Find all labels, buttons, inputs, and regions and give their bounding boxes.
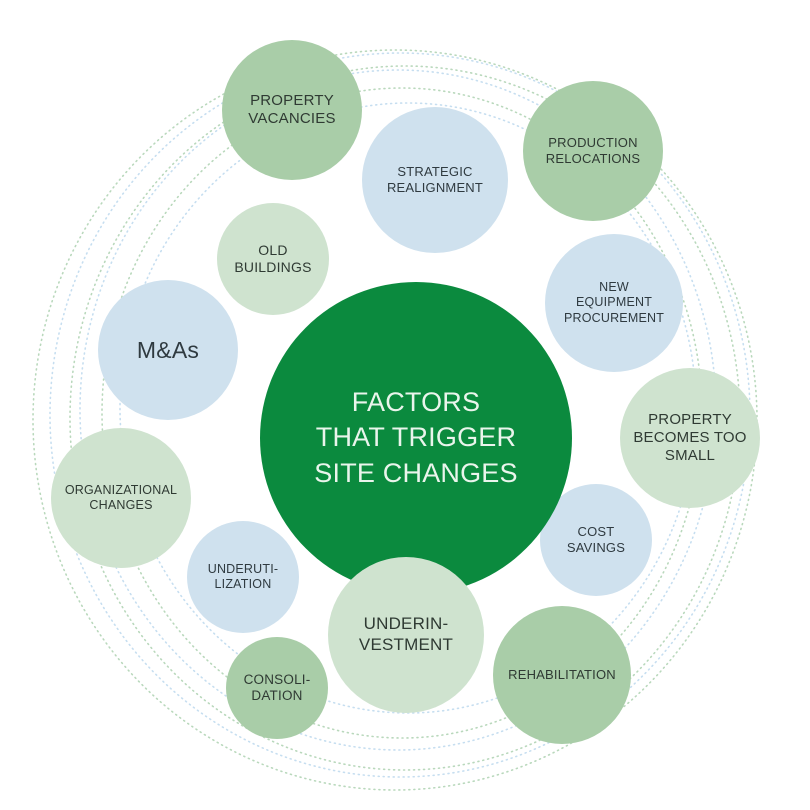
- bubble-label: NEW EQUIPMENT PROCUREMENT: [563, 280, 665, 325]
- bubble-m-and-as: M&As: [98, 280, 238, 420]
- bubble-underutilization: UNDERUTI- LIZATION: [187, 521, 299, 633]
- bubble-label: OLD BUILDINGS: [234, 241, 312, 275]
- bubble-new-equipment-procurement: NEW EQUIPMENT PROCUREMENT: [545, 234, 683, 372]
- bubble-label: PRODUCTION RELOCATIONS: [545, 135, 641, 166]
- bubble-label: UNDERIN- VESTMENT: [358, 614, 454, 654]
- bubble-label: PROPERTY BECOMES TOO SMALL: [633, 410, 747, 465]
- bubble-consolidation: CONSOLI- DATION: [226, 637, 328, 739]
- bubble-label: CONSOLI- DATION: [243, 671, 311, 703]
- bubble-strategic-realignment: STRATEGIC REALIGNMENT: [362, 107, 508, 253]
- center-label: FACTORS THAT TRIGGER SITE CHANGES: [314, 387, 518, 488]
- bubble-old-buildings: OLD BUILDINGS: [217, 203, 329, 315]
- center-bubble: FACTORS THAT TRIGGER SITE CHANGES: [260, 282, 572, 594]
- bubble-property-vacancies: PROPERTY VACANCIES: [222, 40, 362, 180]
- bubble-label: PROPERTY VACANCIES: [248, 91, 336, 127]
- bubble-property-becomes-too-small: PROPERTY BECOMES TOO SMALL: [620, 368, 760, 508]
- bubble-label: COST SAVINGS: [566, 524, 626, 555]
- bubble-label: ORGANIZATIONAL CHANGES: [64, 482, 178, 512]
- bubble-label: REHABILITATION: [508, 667, 616, 683]
- bubble-rehabilitation: REHABILITATION: [493, 606, 631, 744]
- bubble-production-relocations: PRODUCTION RELOCATIONS: [523, 81, 663, 221]
- bubble-label: UNDERUTI- LIZATION: [207, 561, 279, 591]
- bubble-cost-savings: COST SAVINGS: [540, 484, 652, 596]
- bubble-label: STRATEGIC REALIGNMENT: [386, 164, 484, 195]
- bubble-organizational-changes: ORGANIZATIONAL CHANGES: [51, 428, 191, 568]
- bubble-label: M&As: [136, 336, 200, 363]
- bubble-underinvestment: UNDERIN- VESTMENT: [328, 557, 484, 713]
